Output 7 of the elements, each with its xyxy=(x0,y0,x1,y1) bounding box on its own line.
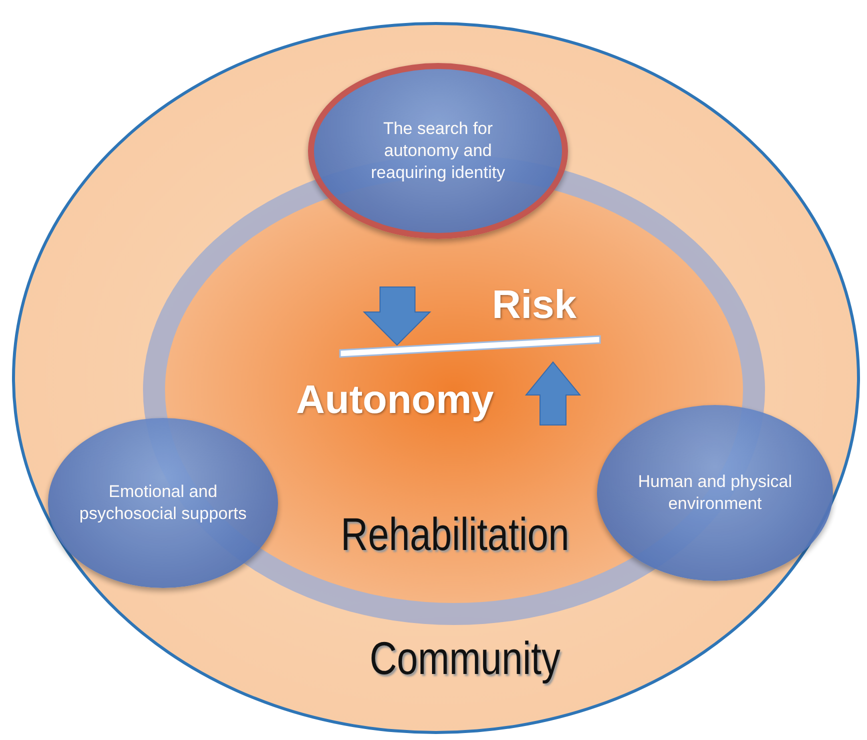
circle-text: The search for autonomy and reaquiring identity xyxy=(370,118,506,184)
autonomy-label: Autonomy xyxy=(296,378,494,423)
risk-label: Risk xyxy=(492,283,576,328)
circle-text: Emotional and psychosocial supports xyxy=(78,481,248,525)
rehabilitation-text: Rehabilitation xyxy=(340,507,570,561)
community-text: Community xyxy=(368,631,562,685)
circle-text: Human and physical environment xyxy=(636,471,794,515)
